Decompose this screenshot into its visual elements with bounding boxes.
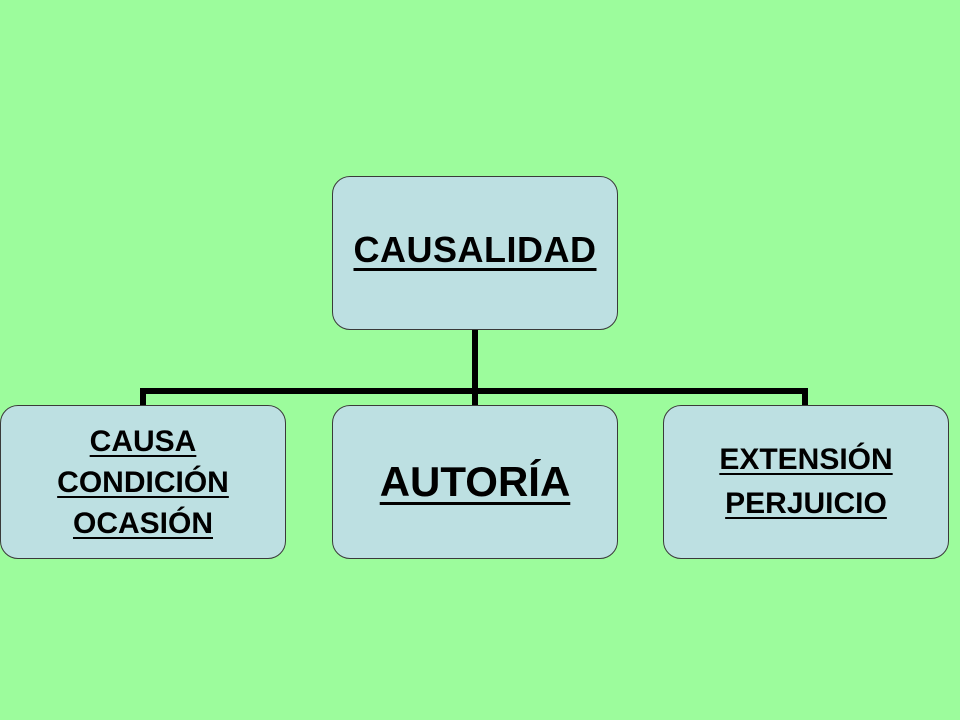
root-node-causalidad: CAUSALIDAD — [332, 176, 618, 330]
child-1-line-1: CAUSA — [89, 424, 197, 458]
child-1-line-3: OCASIÓN — [72, 506, 213, 540]
child-node-causa-condicion-ocasion: CAUSA CONDICIÓN OCASIÓN — [0, 405, 286, 559]
child-1-line-2: CONDICIÓN — [57, 465, 229, 499]
child-3-line-1: EXTENSIÓN — [719, 443, 893, 476]
child-3-line-2: PERJUICIO — [725, 487, 887, 520]
child-2-line-1: AUTORÍA — [379, 458, 571, 505]
child-node-extension-perjuicio: EXTENSIÓN PERJUICIO — [663, 405, 949, 559]
root-node-label: CAUSALIDAD — [353, 229, 597, 270]
child-node-autoria: AUTORÍA — [332, 405, 618, 559]
